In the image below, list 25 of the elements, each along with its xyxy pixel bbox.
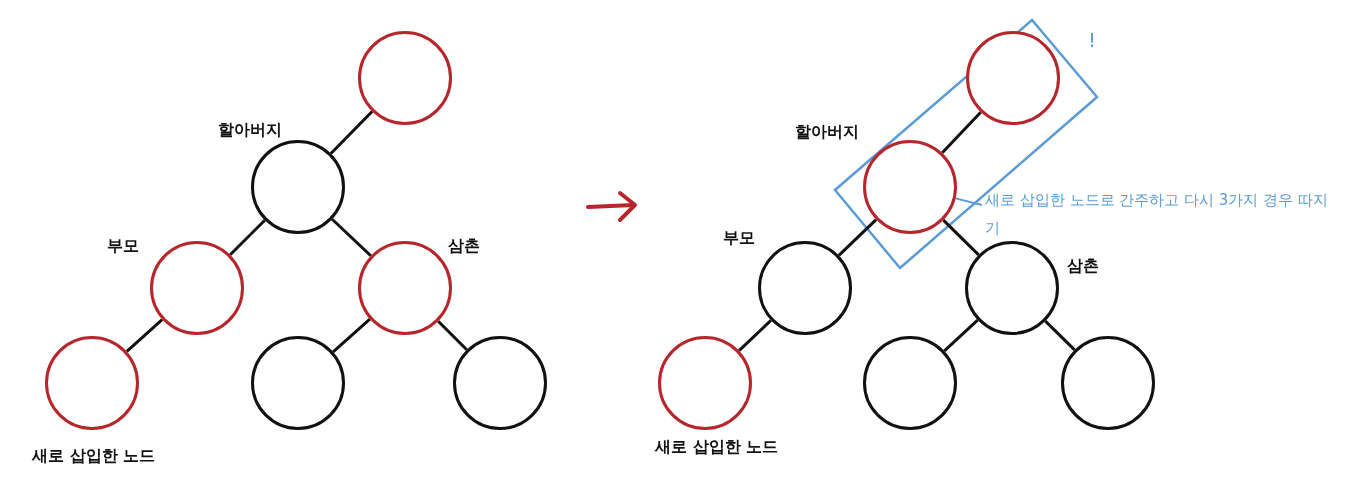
- tree-edge: [229, 219, 266, 256]
- tree-edge: [329, 110, 374, 155]
- node-label: 부모: [723, 228, 755, 249]
- tree-edge: [943, 318, 979, 353]
- annotation-note: 새로 삽입한 노드로 간주하고 다시 3가지 경우 따지기: [985, 186, 1330, 242]
- tree-node-circle: [966, 31, 1060, 125]
- node-label: 할아버지: [218, 120, 282, 141]
- tree-edge: [738, 319, 772, 352]
- node-label: 새로 삽입한 노드: [32, 446, 156, 467]
- node-label: 삼촌: [1067, 256, 1099, 277]
- node-label: 새로 삽입한 노드: [655, 437, 779, 458]
- tree-edge: [331, 218, 372, 257]
- node-label: 부모: [107, 236, 139, 257]
- tree-edge: [125, 318, 164, 353]
- tree-edge: [437, 320, 468, 351]
- tree-node-circle: [863, 140, 957, 234]
- node-label: 할아버지: [795, 122, 859, 143]
- tree-edge: [837, 218, 878, 257]
- annotation-mark: !: [1088, 28, 1097, 52]
- tree-edge: [942, 219, 980, 256]
- tree-edge: [1044, 320, 1076, 351]
- tree-edge: [332, 318, 371, 353]
- node-label: 삼촌: [448, 236, 480, 257]
- leader-line: [954, 197, 983, 206]
- tree-edge: [941, 111, 982, 154]
